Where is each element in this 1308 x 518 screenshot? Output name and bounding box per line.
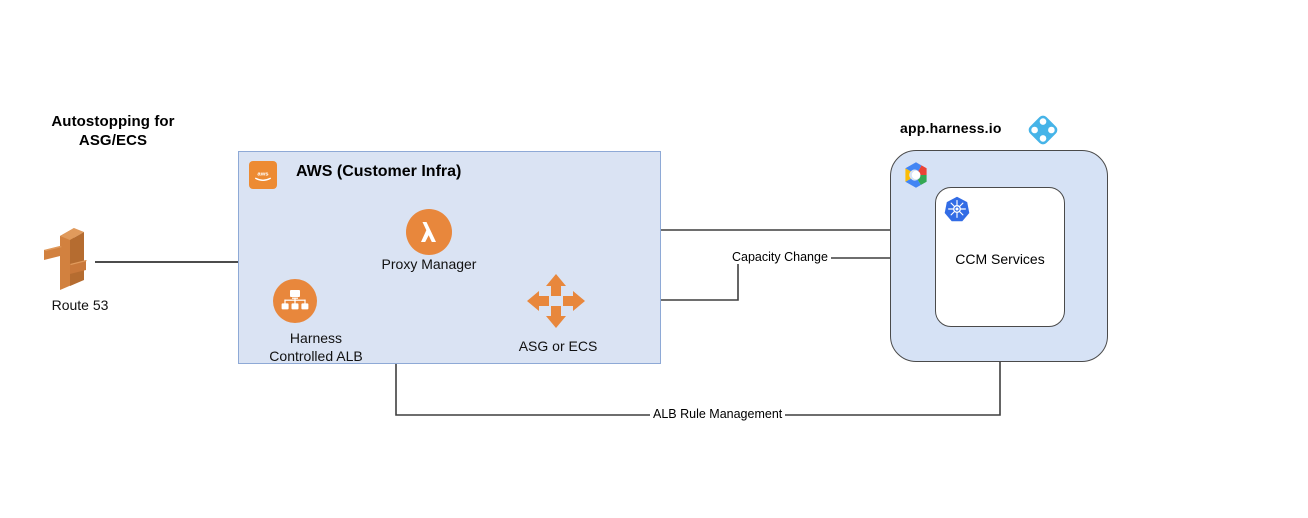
svg-text:aws: aws [257, 171, 269, 177]
kubernetes-icon [944, 196, 970, 222]
google-cloud-icon [901, 160, 931, 190]
aws-customer-infra-group [238, 151, 661, 364]
node-asg-or-ecs-label: ASG or ECS [487, 337, 629, 355]
ccm-services-label: CCM Services [955, 251, 1045, 267]
edge-label-capacity-change: Capacity Change [729, 250, 831, 264]
node-route53-label: Route 53 [10, 296, 150, 314]
harness-diamond-icon [1026, 113, 1060, 147]
page-title-line-1: Autostopping for [51, 113, 175, 130]
node-route53-icon [40, 222, 98, 290]
node-alb-label-line-1: Harness [289, 330, 343, 346]
aws-logo-icon: aws [249, 161, 277, 189]
node-harness-controlled-alb [273, 279, 317, 323]
node-proxy-manager [406, 209, 452, 255]
node-asg-or-ecs [525, 272, 587, 330]
node-harness-controlled-alb-label: Harness Controlled ALB [245, 329, 387, 365]
aws-alb-icon [281, 290, 309, 310]
aws-autoscaling-icon [527, 274, 585, 328]
node-proxy-manager-label-line-1: Proxy Manager [381, 256, 477, 272]
node-route53-label-line-1: Route 53 [51, 297, 109, 313]
page-title-line-2: ASG/ECS [78, 132, 148, 149]
harness-group-title: app.harness.io [900, 120, 1002, 136]
aws-lambda-icon [421, 222, 436, 242]
edge-label-alb-rule-management: ALB Rule Management [650, 407, 786, 421]
page-title: Autostopping for ASG/ECS [18, 112, 208, 150]
node-proxy-manager-label: Proxy Manager [358, 255, 500, 273]
aws-group-title: AWS (Customer Infra) [296, 163, 462, 180]
node-alb-label-line-2: Controlled ALB [269, 348, 363, 364]
node-asg-label-line-1: ASG or ECS [518, 338, 598, 354]
